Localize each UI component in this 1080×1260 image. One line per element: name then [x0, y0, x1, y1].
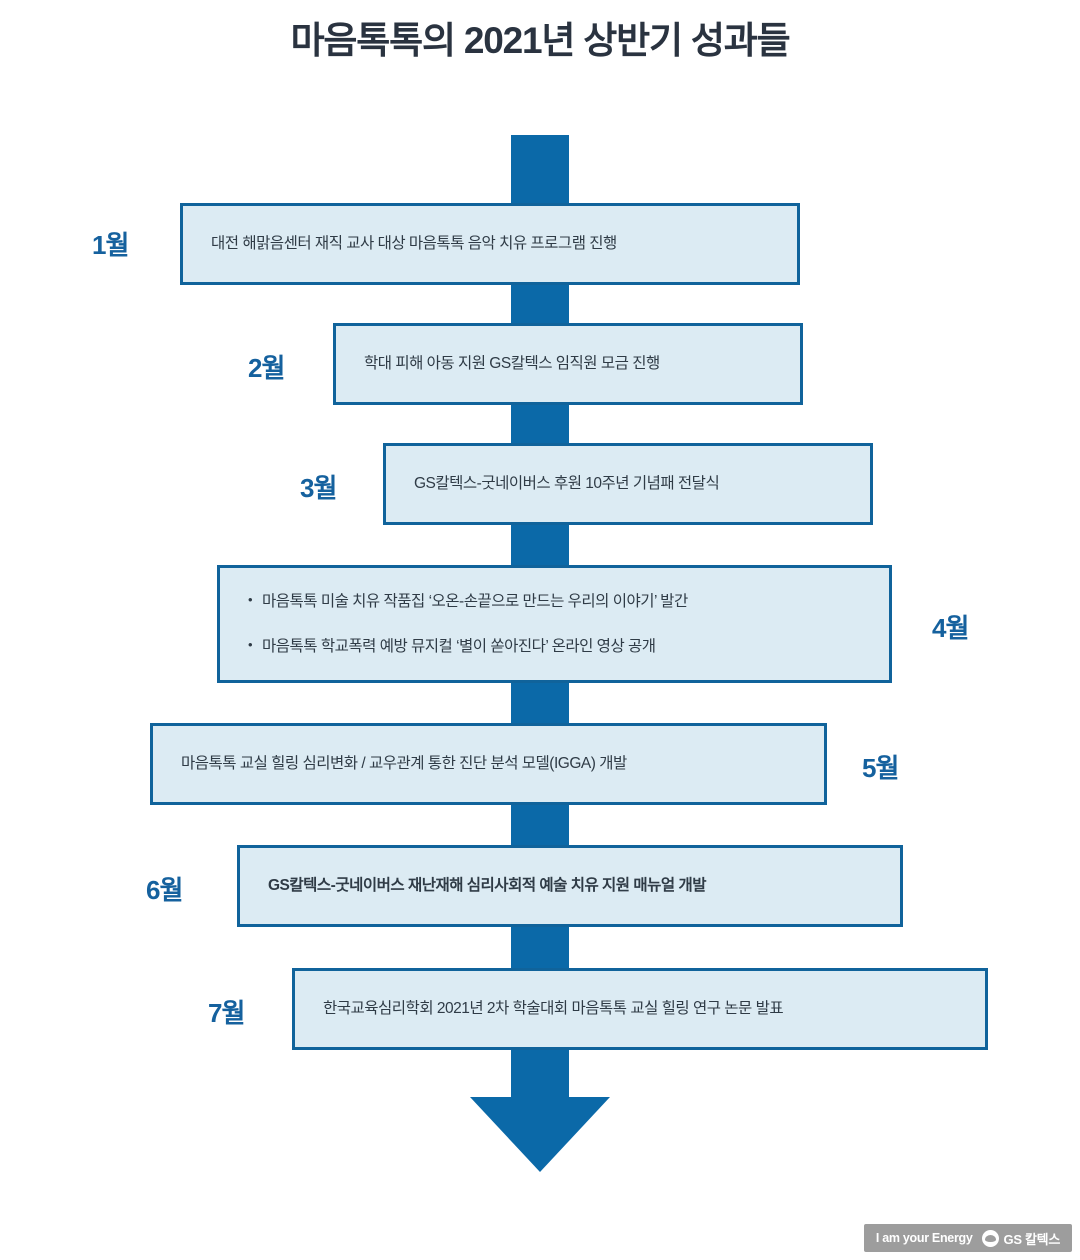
event-text-wrap: 한국교육심리학회 2021년 2차 학술대회 마음톡톡 교실 힐링 연구 논문 …: [295, 997, 985, 1020]
event-text-wrap: 마음톡톡 교실 힐링 심리변화 / 교우관계 통한 진단 분석 모델(IGGA)…: [153, 752, 824, 775]
month-label-5: 5월: [862, 753, 899, 783]
event-text-wrap: 마음톡톡 미술 치유 작품집 ‘오온-손끝으로 만드는 우리의 이야기’ 발간 …: [220, 590, 889, 659]
timeline-event-box-4[interactable]: 마음톡톡 미술 치유 작품집 ‘오온-손끝으로 만드는 우리의 이야기’ 발간 …: [217, 565, 892, 683]
month-label-6: 6월: [146, 875, 183, 905]
footer-slogan: I am your Energy: [875, 1231, 973, 1245]
event-text-wrap: 대전 해맑음센터 재직 교사 대상 마음톡톡 음악 치유 프로그램 진행: [183, 232, 797, 255]
footer-brand-text: GS 칼텍스: [1003, 1231, 1061, 1247]
month-label-2: 2월: [248, 353, 285, 383]
event-line: 마음톡톡 교실 힐링 심리변화 / 교우관계 통한 진단 분석 모델(IGGA)…: [181, 755, 627, 773]
footer-logo: I am your Energy GS 칼텍스: [863, 1224, 1072, 1252]
month-label-4: 4월: [932, 613, 969, 643]
event-text-wrap: GS칼텍스-굿네이버스 재난재해 심리사회적 예술 치유 지원 매뉴얼 개발: [240, 874, 900, 897]
event-line: GS칼텍스-굿네이버스 재난재해 심리사회적 예술 치유 지원 매뉴얼 개발: [268, 877, 706, 895]
timeline-arrow-head-icon: [470, 1097, 610, 1172]
event-line: 마음톡톡 미술 치유 작품집 ‘오온-손끝으로 만드는 우리의 이야기’ 발간: [248, 590, 861, 613]
timeline-event-box-6[interactable]: GS칼텍스-굿네이버스 재난재해 심리사회적 예술 치유 지원 매뉴얼 개발: [237, 845, 903, 927]
timeline-event-box-7[interactable]: 한국교육심리학회 2021년 2차 학술대회 마음톡톡 교실 힐링 연구 논문 …: [292, 968, 988, 1050]
footer-brand: GS 칼텍스: [981, 1229, 1061, 1248]
month-label-1: 1월: [92, 230, 129, 260]
event-line: 한국교육심리학회 2021년 2차 학술대회 마음톡톡 교실 힐링 연구 논문 …: [323, 1000, 784, 1018]
month-label-7: 7월: [208, 998, 245, 1028]
event-text-wrap: 학대 피해 아동 지원 GS칼텍스 임직원 모금 진행: [336, 352, 800, 375]
month-label-3: 3월: [300, 473, 337, 503]
gs-swirl-icon: [981, 1229, 999, 1247]
event-line: GS칼텍스-굿네이버스 후원 10주년 기념패 전달식: [414, 475, 720, 493]
event-line: 마음톡톡 학교폭력 예방 뮤지컬 ‘별이 쏟아진다’ 온라인 영상 공개: [248, 635, 861, 658]
event-line: 대전 해맑음센터 재직 교사 대상 마음톡톡 음악 치유 프로그램 진행: [211, 235, 617, 253]
event-text-wrap: GS칼텍스-굿네이버스 후원 10주년 기념패 전달식: [386, 472, 870, 495]
page-title: 마음톡톡의 2021년 상반기 성과들: [290, 20, 791, 61]
event-line: 학대 피해 아동 지원 GS칼텍스 임직원 모금 진행: [364, 355, 660, 373]
timeline-event-box-3[interactable]: GS칼텍스-굿네이버스 후원 10주년 기념패 전달식: [383, 443, 873, 525]
timeline-event-box-2[interactable]: 학대 피해 아동 지원 GS칼텍스 임직원 모금 진행: [333, 323, 803, 405]
timeline-event-box-1[interactable]: 대전 해맑음센터 재직 교사 대상 마음톡톡 음악 치유 프로그램 진행: [180, 203, 800, 285]
timeline-event-box-5[interactable]: 마음톡톡 교실 힐링 심리변화 / 교우관계 통한 진단 분석 모델(IGGA)…: [150, 723, 827, 805]
